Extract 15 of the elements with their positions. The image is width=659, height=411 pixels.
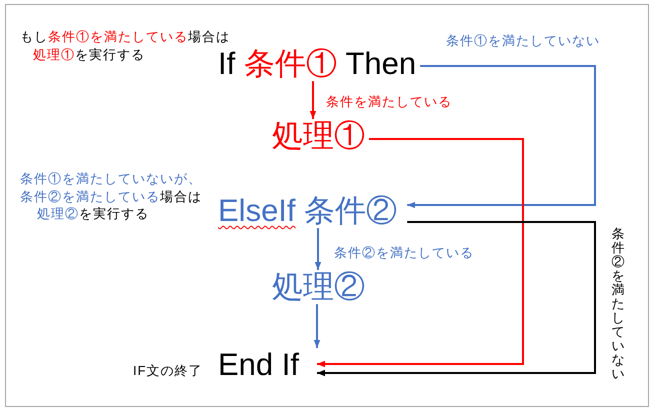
arrow <box>407 65 596 208</box>
process-text: 処理① <box>268 119 369 154</box>
code-statement: ElseIf 条件② <box>214 194 408 228</box>
arrow <box>314 304 320 348</box>
code-statement: End If <box>214 348 317 382</box>
arrow <box>310 81 316 119</box>
edge-label: 条件②を満たしている <box>334 244 474 262</box>
edge-label: 条件を満たしている <box>326 93 452 110</box>
edge-label: 条件①を満たしていない <box>446 32 600 50</box>
process-text: 処理② <box>268 270 369 304</box>
annotation-text: IF文の終了 <box>133 362 203 380</box>
arrow <box>314 228 322 270</box>
annotation-text: 条件①を満たしていないが、条件②を満たしている場合は処理②を実行する <box>20 170 202 222</box>
arrow <box>317 138 524 368</box>
code-statement: If 条件① Then <box>214 47 420 82</box>
